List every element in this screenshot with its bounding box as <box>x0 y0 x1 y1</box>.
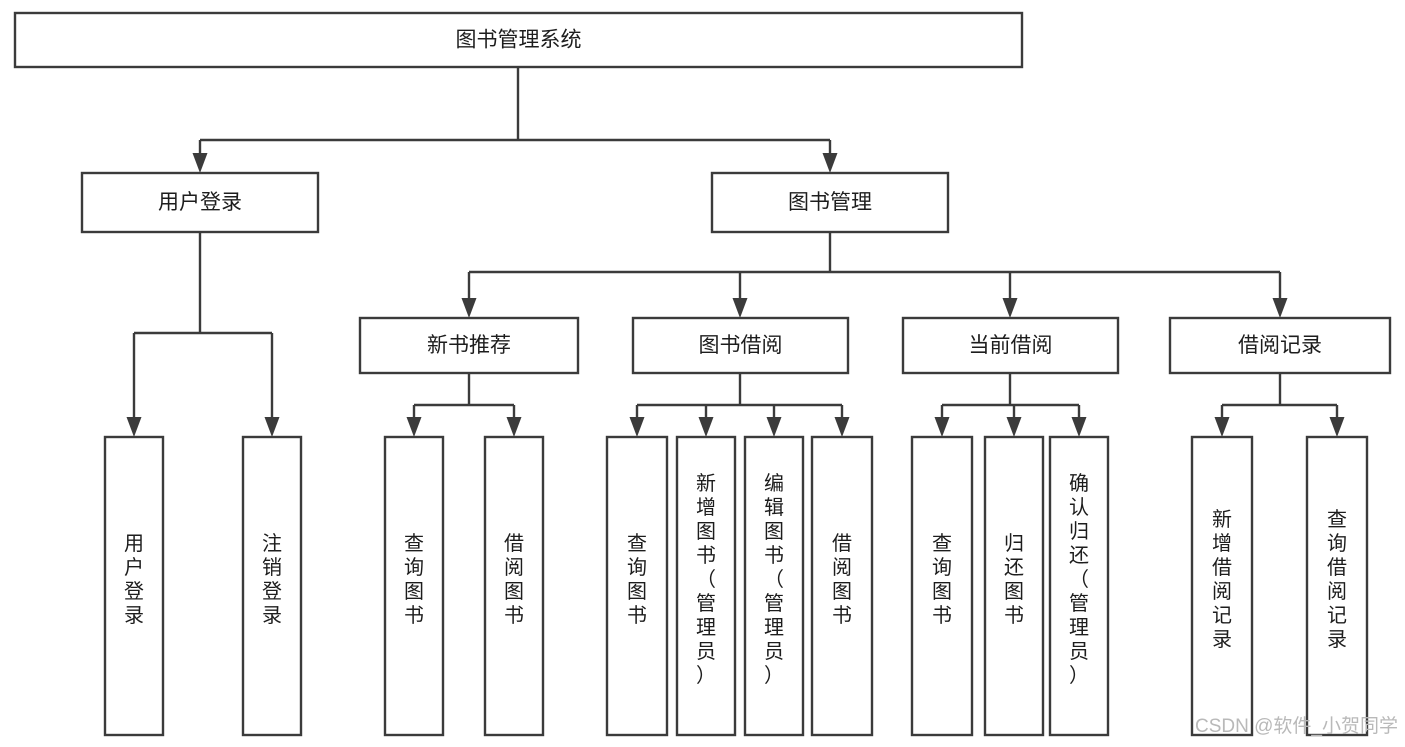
connector-c-bookmanage-children <box>461 232 1288 318</box>
node-box-current-borrow[interactable] <box>901 316 1120 375</box>
node-leaf-borrow-book[interactable]: 借阅图书 <box>810 435 874 737</box>
node-box-leaf-confirm-return-admin[interactable] <box>1048 435 1110 737</box>
node-label-leaf-query-book-current: 查询图书 <box>932 532 952 627</box>
node-leaf-return-book[interactable]: 归还图书 <box>983 435 1045 737</box>
node-book-borrow[interactable]: 图书借阅 <box>631 316 850 375</box>
connector-layer <box>126 67 1345 437</box>
node-label-leaf-logout-login: 注销登录 <box>262 532 282 627</box>
node-new-book-recommend[interactable]: 新书推荐 <box>358 316 580 375</box>
node-box-book-manage[interactable] <box>710 171 950 234</box>
node-leaf-add-borrow-record[interactable]: 新增借阅记录 <box>1190 435 1254 737</box>
node-label-leaf-query-book-borrow: 查询图书 <box>627 532 647 627</box>
node-leaf-query-book-rec[interactable]: 查询图书 <box>383 435 445 737</box>
csdn-watermark: CSDN @软件_小贺同学 <box>1195 715 1398 737</box>
node-box-borrow-record[interactable] <box>1168 316 1392 375</box>
node-book-manage[interactable]: 图书管理 <box>710 171 950 234</box>
node-label-leaf-edit-book-admin: 编辑图书（管理员） <box>764 472 784 687</box>
connector-c-bookborrow-children <box>629 373 850 437</box>
node-box-leaf-query-book-borrow[interactable] <box>605 435 669 737</box>
node-box-leaf-user-login[interactable] <box>103 435 165 737</box>
node-box-leaf-edit-book-admin[interactable] <box>743 435 805 737</box>
node-leaf-user-login[interactable]: 用户登录 <box>103 435 165 737</box>
node-leaf-add-book-admin[interactable]: 新增图书（管理员） <box>675 435 737 737</box>
node-box-leaf-add-borrow-record[interactable] <box>1190 435 1254 737</box>
node-box-leaf-query-book-current[interactable] <box>910 435 974 737</box>
node-box-book-borrow[interactable] <box>631 316 850 375</box>
node-label-book-manage: 图书管理 <box>788 191 872 214</box>
node-box-leaf-return-book[interactable] <box>983 435 1045 737</box>
node-leaf-query-book-borrow[interactable]: 查询图书 <box>605 435 669 737</box>
node-label-leaf-borrow-book: 借阅图书 <box>832 532 852 627</box>
node-box-root[interactable] <box>13 11 1024 69</box>
node-leaf-query-book-current[interactable]: 查询图书 <box>910 435 974 737</box>
node-box-leaf-query-borrow-record[interactable] <box>1305 435 1369 737</box>
connector-c-userlogin-children <box>126 232 280 437</box>
node-label-leaf-query-book-rec: 查询图书 <box>404 532 424 627</box>
node-box-leaf-borrow-book[interactable] <box>810 435 874 737</box>
node-leaf-logout-login[interactable]: 注销登录 <box>241 435 303 737</box>
node-borrow-record[interactable]: 借阅记录 <box>1168 316 1392 375</box>
connector-c-borrowrecord-children <box>1214 373 1345 437</box>
node-label-new-book-recommend: 新书推荐 <box>427 334 511 357</box>
node-label-leaf-confirm-return-admin: 确认归还（管理员） <box>1069 472 1089 687</box>
node-user-login[interactable]: 用户登录 <box>80 171 320 234</box>
node-box-leaf-add-book-admin[interactable] <box>675 435 737 737</box>
node-label-current-borrow: 当前借阅 <box>969 334 1053 357</box>
node-layer: 图书管理系统用户登录图书管理新书推荐图书借阅当前借阅借阅记录用户登录注销登录查询… <box>13 11 1392 737</box>
watermark-layer: CSDN @软件_小贺同学 <box>1195 715 1398 737</box>
node-current-borrow[interactable]: 当前借阅 <box>901 316 1120 375</box>
node-box-user-login[interactable] <box>80 171 320 234</box>
node-label-borrow-record: 借阅记录 <box>1238 334 1322 357</box>
node-label-root: 图书管理系统 <box>456 29 582 52</box>
connector-c-root-children <box>192 67 838 173</box>
node-box-leaf-logout-login[interactable] <box>241 435 303 737</box>
node-leaf-edit-book-admin[interactable]: 编辑图书（管理员） <box>743 435 805 737</box>
node-leaf-confirm-return-admin[interactable]: 确认归还（管理员） <box>1048 435 1110 737</box>
node-label-leaf-query-borrow-record: 查询借阅记录 <box>1327 508 1347 651</box>
node-root[interactable]: 图书管理系统 <box>13 11 1024 69</box>
node-label-user-login: 用户登录 <box>158 191 242 214</box>
node-label-leaf-borrow-book-rec: 借阅图书 <box>504 532 524 627</box>
node-leaf-query-borrow-record[interactable]: 查询借阅记录 <box>1305 435 1369 737</box>
node-label-leaf-return-book: 归还图书 <box>1004 532 1024 627</box>
node-leaf-borrow-book-rec[interactable]: 借阅图书 <box>483 435 545 737</box>
node-label-book-borrow: 图书借阅 <box>699 334 783 357</box>
connector-c-currentborrow-children <box>934 373 1087 437</box>
node-box-leaf-query-book-rec[interactable] <box>383 435 445 737</box>
node-box-new-book-recommend[interactable] <box>358 316 580 375</box>
node-box-leaf-borrow-book-rec[interactable] <box>483 435 545 737</box>
connector-c-newbook-children <box>406 373 522 437</box>
node-label-leaf-user-login: 用户登录 <box>124 533 144 627</box>
node-label-leaf-add-borrow-record: 新增借阅记录 <box>1212 508 1232 651</box>
node-label-leaf-add-book-admin: 新增图书（管理员） <box>696 472 716 687</box>
